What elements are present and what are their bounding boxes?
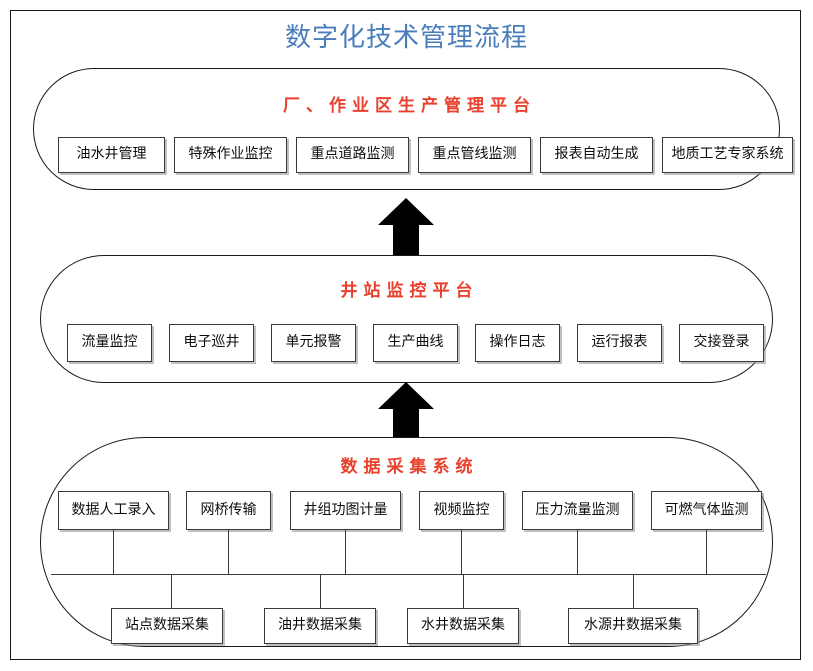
node-oil-water-well-management[interactable]: 油水井管理 xyxy=(58,137,165,173)
node-manual-data-entry[interactable]: 数据人工录入 xyxy=(58,491,169,530)
node-station-data-acquisition[interactable]: 站点数据采集 xyxy=(111,608,223,644)
connector-line xyxy=(461,530,462,574)
page-title: 数字化技术管理流程 xyxy=(284,23,528,52)
node-handover-login[interactable]: 交接登录 xyxy=(679,324,764,362)
node-operation-log[interactable]: 操作日志 xyxy=(475,324,560,362)
section-title-data-acquisition-system: 数据采集系统 xyxy=(340,457,479,476)
node-special-operation-monitoring[interactable]: 特殊作业监控 xyxy=(174,137,287,173)
node-production-curve[interactable]: 生产曲线 xyxy=(373,324,458,362)
node-flow-monitoring[interactable]: 流量监控 xyxy=(67,324,152,362)
connector-line xyxy=(113,530,114,574)
node-water-source-well-data-acquisition[interactable]: 水源井数据采集 xyxy=(568,608,698,644)
node-water-well-data-acquisition[interactable]: 水井数据采集 xyxy=(407,608,519,644)
section-plant-production-management-platform: 厂、作业区生产管理平台 油水井管理 特殊作业监控 重点道路监测 重点管线监测 报… xyxy=(33,68,793,190)
node-pressure-flow-monitoring[interactable]: 压力流量监测 xyxy=(522,491,633,530)
node-key-pipeline-monitoring[interactable]: 重点管线监测 xyxy=(418,137,531,173)
arrow-acquisition-to-station-icon xyxy=(378,382,434,444)
connector-line xyxy=(706,530,707,574)
node-key-road-monitoring[interactable]: 重点道路监测 xyxy=(296,137,409,173)
connector-line xyxy=(320,574,321,608)
node-bridge-transmission[interactable]: 网桥传输 xyxy=(186,491,271,530)
node-electronic-well-patrol[interactable]: 电子巡井 xyxy=(169,324,254,362)
connector-line xyxy=(171,574,172,608)
section-data-acquisition-system: 数据采集系统 数据人工录入 网桥传输 井组功图计量 视频监控 压力流量监测 可燃… xyxy=(40,437,773,647)
connector-line xyxy=(633,574,634,608)
node-running-report[interactable]: 运行报表 xyxy=(577,324,662,362)
node-combustible-gas-monitoring[interactable]: 可燃气体监测 xyxy=(651,491,762,530)
connector-line xyxy=(228,530,229,574)
connector-bus-line xyxy=(51,574,766,575)
node-oil-well-data-acquisition[interactable]: 油井数据采集 xyxy=(264,608,376,644)
arrow-station-to-plant-icon xyxy=(378,198,434,258)
node-auto-report-generation[interactable]: 报表自动生成 xyxy=(540,137,653,173)
connector-line xyxy=(345,530,346,574)
node-well-group-dynamometer-metering[interactable]: 井组功图计量 xyxy=(290,491,401,530)
section-well-station-monitoring-platform: 井站监控平台 流量监控 电子巡井 单元报警 生产曲线 操作日志 运行报表 交接登… xyxy=(40,255,773,383)
connector-line xyxy=(577,530,578,574)
node-video-monitoring[interactable]: 视频监控 xyxy=(419,491,504,530)
section-title-plant-production-management-platform: 厂、作业区生产管理平台 xyxy=(283,96,536,115)
section-title-well-station-monitoring-platform: 井站监控平台 xyxy=(340,281,479,300)
node-geological-process-expert-system[interactable]: 地质工艺专家系统 xyxy=(662,137,793,173)
connector-line xyxy=(463,574,464,608)
node-unit-alarm[interactable]: 单元报警 xyxy=(271,324,356,362)
